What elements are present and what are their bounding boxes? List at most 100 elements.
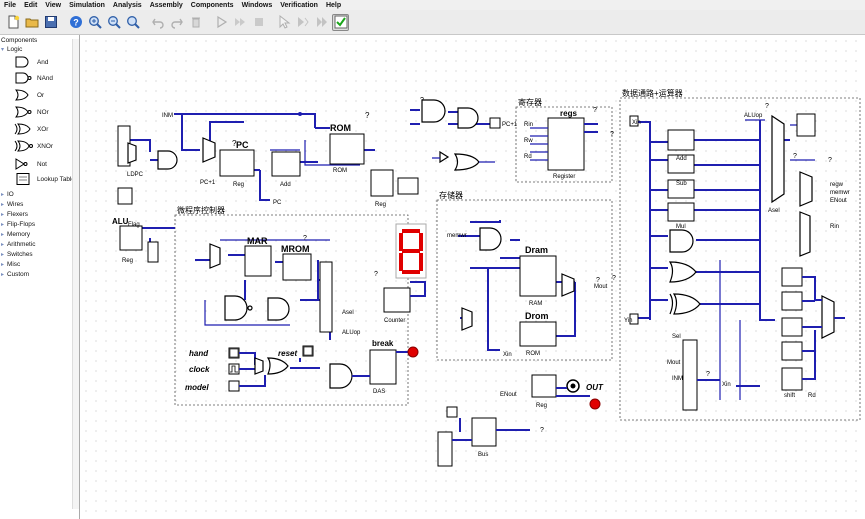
section-title-memory: 存储器: [439, 190, 463, 200]
tree-item-memory[interactable]: ▸Memory: [1, 231, 31, 238]
menu-verification[interactable]: Verification: [280, 1, 318, 9]
tree-item-and[interactable]: And: [14, 56, 48, 68]
delete-icon[interactable]: [187, 14, 204, 31]
sidebar-scrollbar[interactable]: [72, 39, 79, 509]
flag-register[interactable]: [119, 225, 143, 251]
menu-edit[interactable]: Edit: [24, 1, 38, 9]
fast-forward-icon[interactable]: [313, 14, 330, 31]
menu-simulation[interactable]: Simulation: [69, 1, 105, 9]
rom-chip[interactable]: [329, 133, 365, 165]
open-folder-icon[interactable]: [23, 14, 40, 31]
zoom-fit-icon[interactable]: [124, 14, 141, 31]
and-gate-break: [329, 363, 353, 389]
tree-item-switches[interactable]: ▸Switches: [1, 251, 33, 258]
step-forward-icon[interactable]: [294, 14, 311, 31]
bus-clock[interactable]: [446, 406, 458, 418]
out-register[interactable]: [531, 374, 557, 398]
and-gate-memwr: [479, 227, 502, 251]
flag-input-pins[interactable]: [117, 187, 133, 205]
tree-item-io[interactable]: ▸IO: [1, 191, 14, 198]
pointer-icon[interactable]: [275, 14, 292, 31]
expand-arrow-icon: ▸: [1, 232, 5, 238]
expand-arrow-icon: ▸: [1, 242, 5, 248]
xin-pin[interactable]: [629, 115, 639, 127]
nor-gate-icon: [14, 106, 32, 118]
label-sel: Sel: [672, 334, 681, 340]
verify-check-icon[interactable]: [332, 13, 349, 31]
svg-text:?: ?: [596, 277, 600, 284]
label-reg-out: Reg: [536, 403, 547, 409]
help-icon[interactable]: ?: [67, 14, 84, 31]
or-gate-alu: [668, 261, 697, 283]
shift-unit-1: [781, 267, 803, 287]
yin-pin[interactable]: [629, 313, 639, 325]
zoom-in-icon[interactable]: [86, 14, 103, 31]
bus-driver[interactable]: [471, 417, 497, 447]
label-drom: Drom: [525, 311, 549, 321]
mux-memory: [561, 273, 575, 297]
step-icon[interactable]: [231, 14, 248, 31]
alu-add: [667, 129, 695, 151]
label-pc1-out: PC+1: [502, 122, 518, 128]
component-tree: Components ▾Logic And NAnd Or NOr XOr XN…: [0, 35, 80, 519]
break-led: [407, 346, 419, 358]
flag-out-reg: [796, 113, 816, 137]
alu-sub: [667, 179, 695, 199]
play-icon[interactable]: [212, 14, 229, 31]
pc-register[interactable]: [219, 149, 255, 177]
redo-icon[interactable]: [168, 14, 185, 31]
flag-splitter: [147, 241, 159, 263]
zoom-out-icon[interactable]: [105, 14, 122, 31]
tree-item-lookup-table[interactable]: Lookup Table: [14, 173, 75, 185]
mar-register[interactable]: [244, 245, 272, 277]
tree-item-flip-flops[interactable]: ▸Flip-Flops: [1, 221, 36, 228]
dram-chip[interactable]: [519, 255, 557, 297]
label-reg-flag: Reg: [122, 258, 133, 264]
drom-chip[interactable]: [519, 321, 557, 347]
tree-item-nor[interactable]: NOr: [14, 106, 49, 118]
pc1-output-pin[interactable]: [489, 117, 501, 129]
mrom-chip[interactable]: [282, 253, 312, 281]
alu-add-2: [667, 154, 695, 174]
save-icon[interactable]: [42, 14, 59, 31]
das-register[interactable]: [369, 349, 397, 385]
menu-file[interactable]: File: [4, 1, 17, 9]
tree-item-misc[interactable]: ▸Misc: [1, 261, 21, 268]
new-file-icon[interactable]: [4, 14, 21, 31]
ir-register[interactable]: [370, 169, 394, 197]
counter[interactable]: [383, 287, 411, 313]
label-aluop: ALUop: [744, 113, 763, 119]
menu-help[interactable]: Help: [325, 1, 342, 9]
memory-block: Dram RAM Drom ROM Mout Xin memwr: [447, 220, 608, 358]
tree-item-nand[interactable]: NAnd: [14, 72, 53, 84]
bus-input-pins[interactable]: [437, 431, 453, 467]
tree-item-not[interactable]: Not: [14, 158, 47, 170]
menu-windows[interactable]: Windows: [241, 1, 273, 9]
tree-item-xnor[interactable]: XNOr: [14, 140, 53, 152]
register-file[interactable]: [547, 117, 585, 171]
svg-text:?: ?: [365, 111, 370, 120]
menu-analysis[interactable]: Analysis: [112, 1, 142, 9]
hand-button[interactable]: [228, 347, 240, 359]
reset-button[interactable]: [302, 345, 314, 357]
stop-icon[interactable]: [250, 14, 267, 31]
menu-components[interactable]: Components: [190, 1, 234, 9]
undo-icon[interactable]: [149, 14, 166, 31]
model-toggle[interactable]: [228, 380, 240, 392]
mux-pc: [202, 137, 216, 163]
label-yin: Yin: [624, 318, 632, 324]
menu-view[interactable]: View: [45, 1, 62, 9]
clock-source[interactable]: [228, 363, 240, 375]
tree-item-custom[interactable]: ▸Custom: [1, 271, 30, 278]
tree-item-xor[interactable]: XOr: [14, 123, 48, 135]
tree-item-flexers[interactable]: ▸Flexers: [1, 211, 28, 218]
tree-item-or[interactable]: Or: [14, 89, 44, 101]
tree-item-arithmetic[interactable]: ▸Arithmetic: [1, 241, 36, 248]
menu-assembly[interactable]: Assembly: [149, 1, 183, 9]
tree-item-wires[interactable]: ▸Wires: [1, 201, 24, 208]
circuit-canvas[interactable]: 微程序控制器 寄存器 存储器 数据通路+运算器 LDPC INM PC Reg …: [81, 36, 865, 519]
label-rom-small: ROM: [333, 168, 347, 174]
and-gate-ldpc: [157, 150, 178, 170]
tree-item-logic[interactable]: ▾Logic: [1, 46, 23, 53]
section-register-file: [515, 106, 613, 183]
